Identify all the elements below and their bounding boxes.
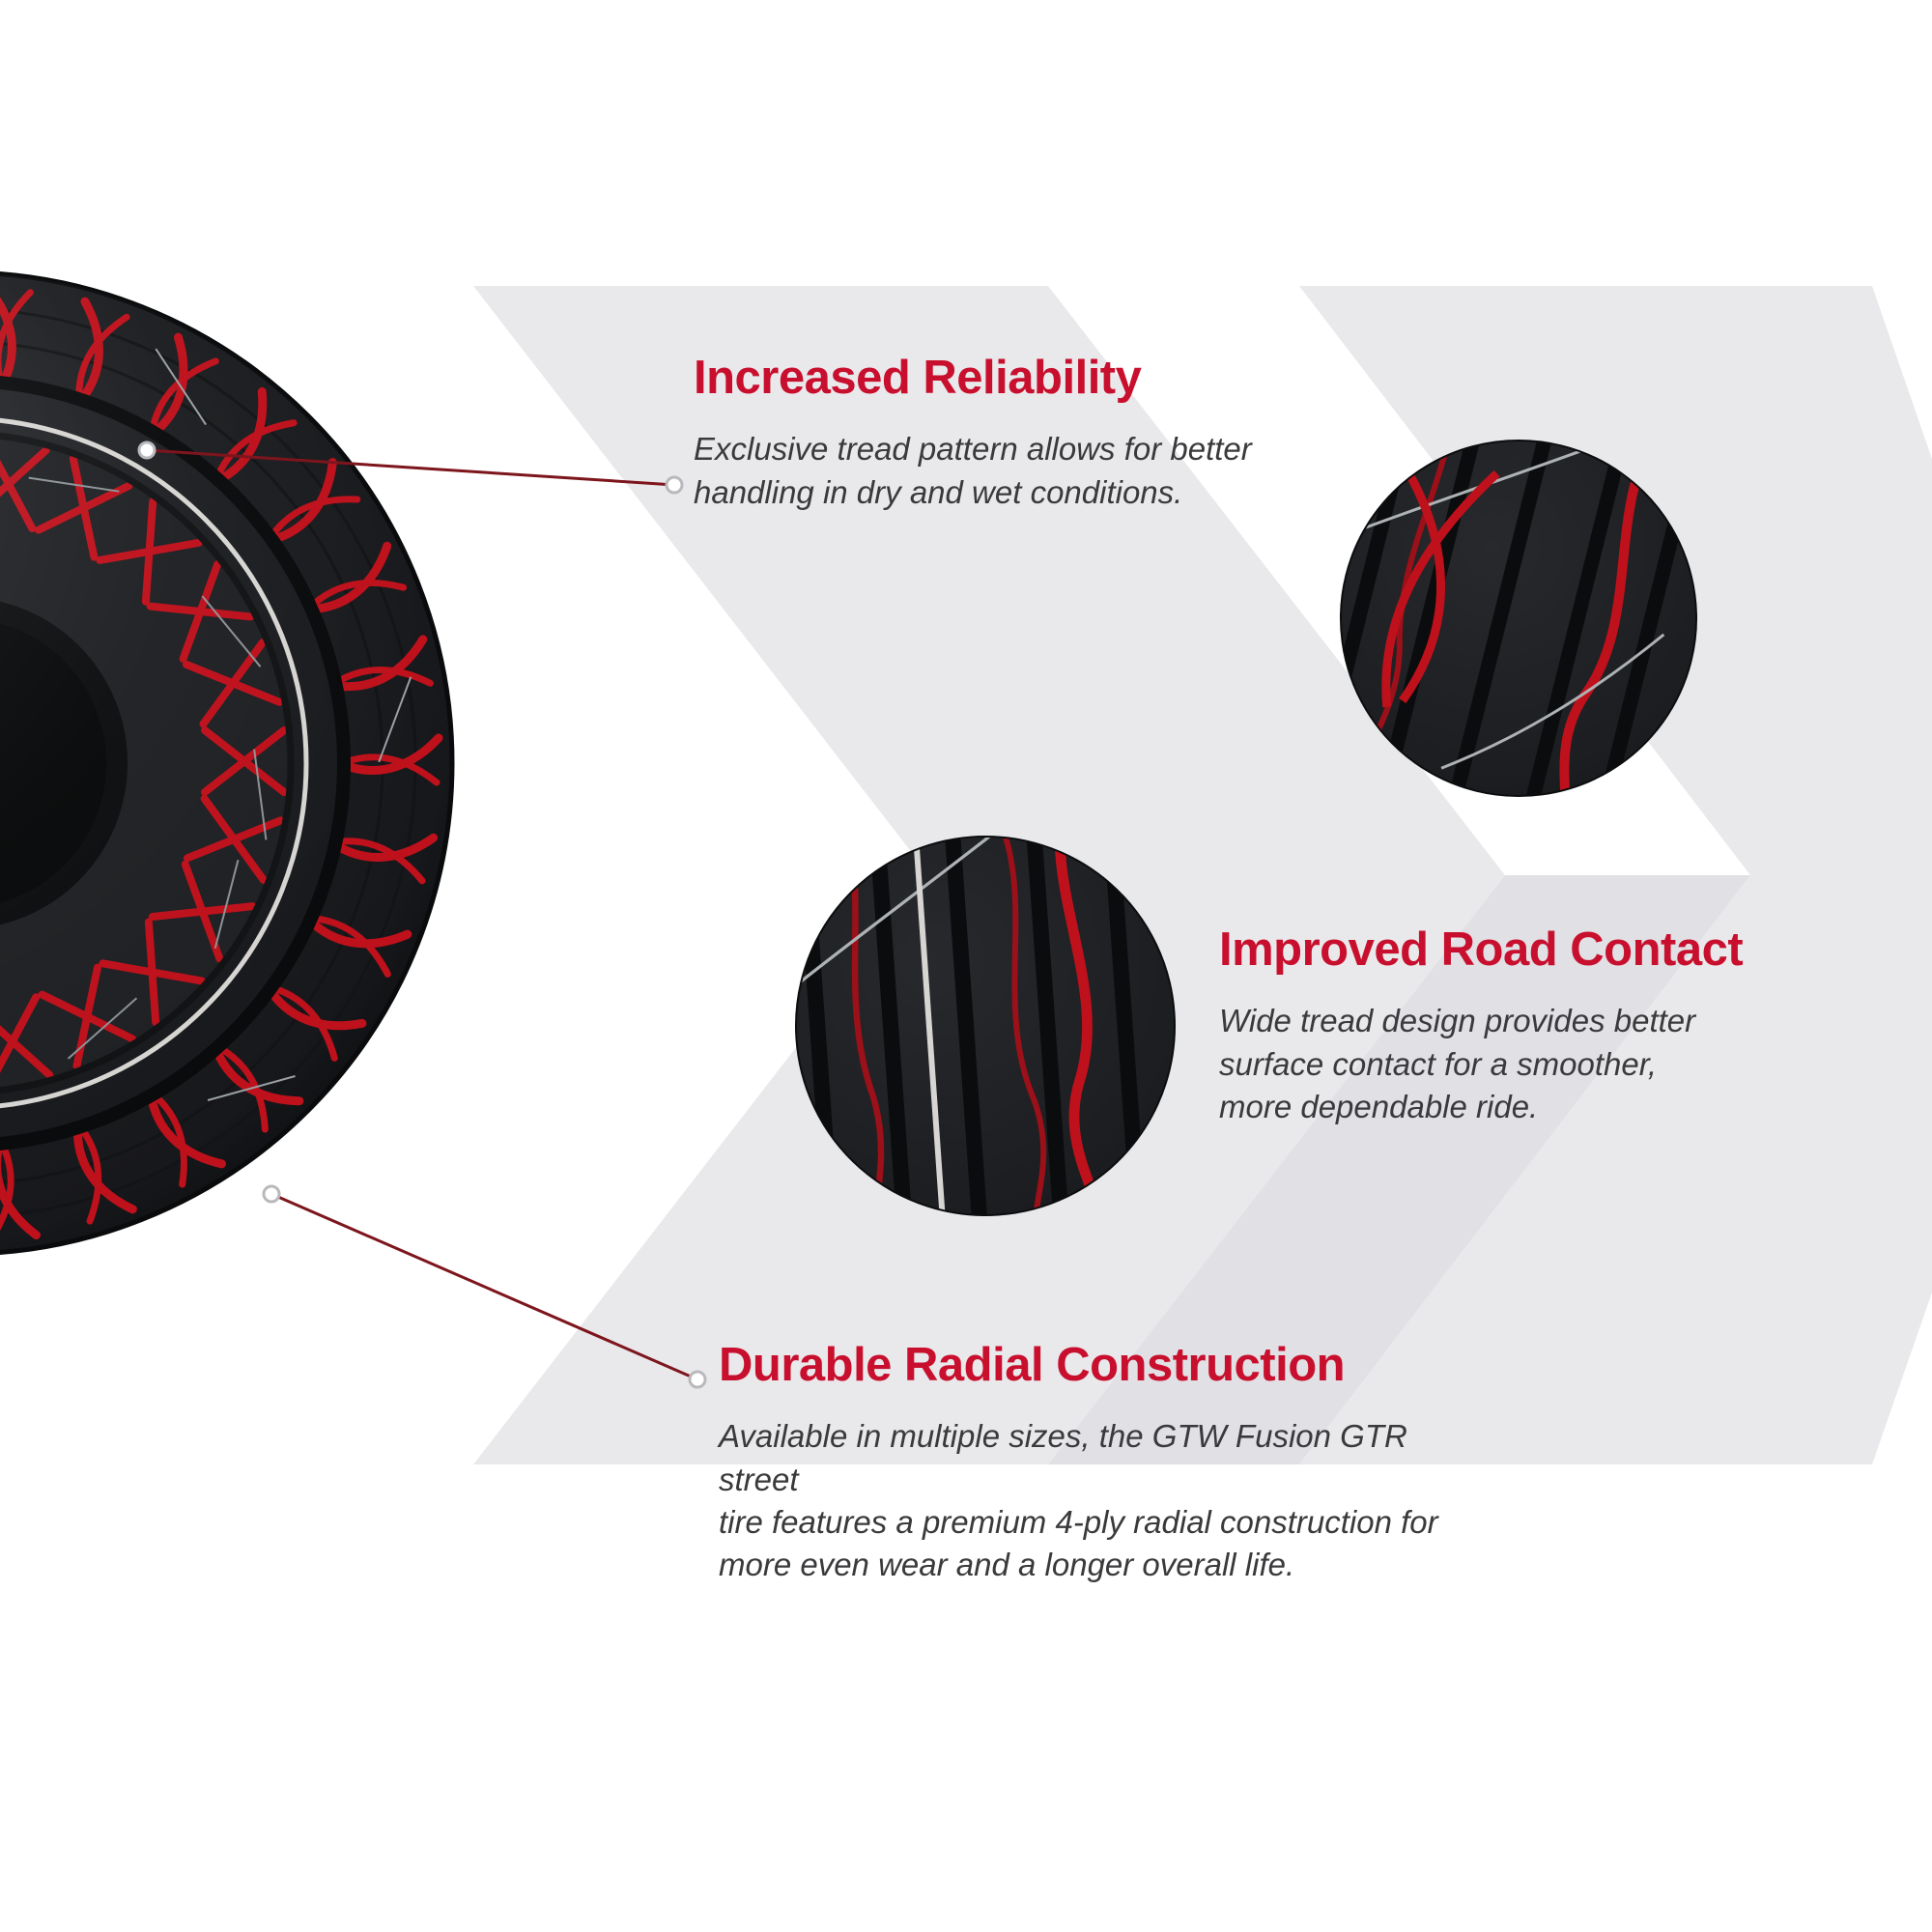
inset-pinstripe xyxy=(911,823,948,1229)
callout-radial-construction: Durable Radial Construction Available in… xyxy=(719,1339,1453,1586)
callout-dot xyxy=(262,1184,281,1204)
callout-body: Exclusive tread pattern allows for bette… xyxy=(694,431,1252,510)
callout-road-contact: Improved Road Contact Wide tread design … xyxy=(1219,923,1760,1128)
tire-photo xyxy=(0,271,455,1255)
callout-title: Increased Reliability xyxy=(694,352,1142,404)
inset-edge xyxy=(795,836,1176,1216)
callout-reliability: Increased Reliability Exclusive tread pa… xyxy=(694,352,1293,514)
callout-body: Available in multiple sizes, the GTW Fus… xyxy=(719,1418,1438,1583)
tire-highlight xyxy=(0,273,452,1253)
tread-zoom-inset-center xyxy=(740,823,1230,1229)
callout-line-reliability xyxy=(137,440,684,495)
callout-body: Wide tread design provides better surfac… xyxy=(1219,1003,1696,1124)
tread-zoom-inset-top xyxy=(1261,360,1776,875)
callout-line-radial xyxy=(262,1184,707,1389)
callout-title: Durable Radial Construction xyxy=(719,1339,1346,1391)
callout-title: Improved Road Contact xyxy=(1219,923,1744,976)
callout-dot xyxy=(688,1370,707,1389)
callout-dot xyxy=(137,440,156,460)
inset-edge xyxy=(1340,440,1697,797)
callout-dot xyxy=(665,475,684,495)
chevron-shadow-overlap xyxy=(1048,875,1750,1464)
chevron-shape-right xyxy=(1299,286,1932,1464)
